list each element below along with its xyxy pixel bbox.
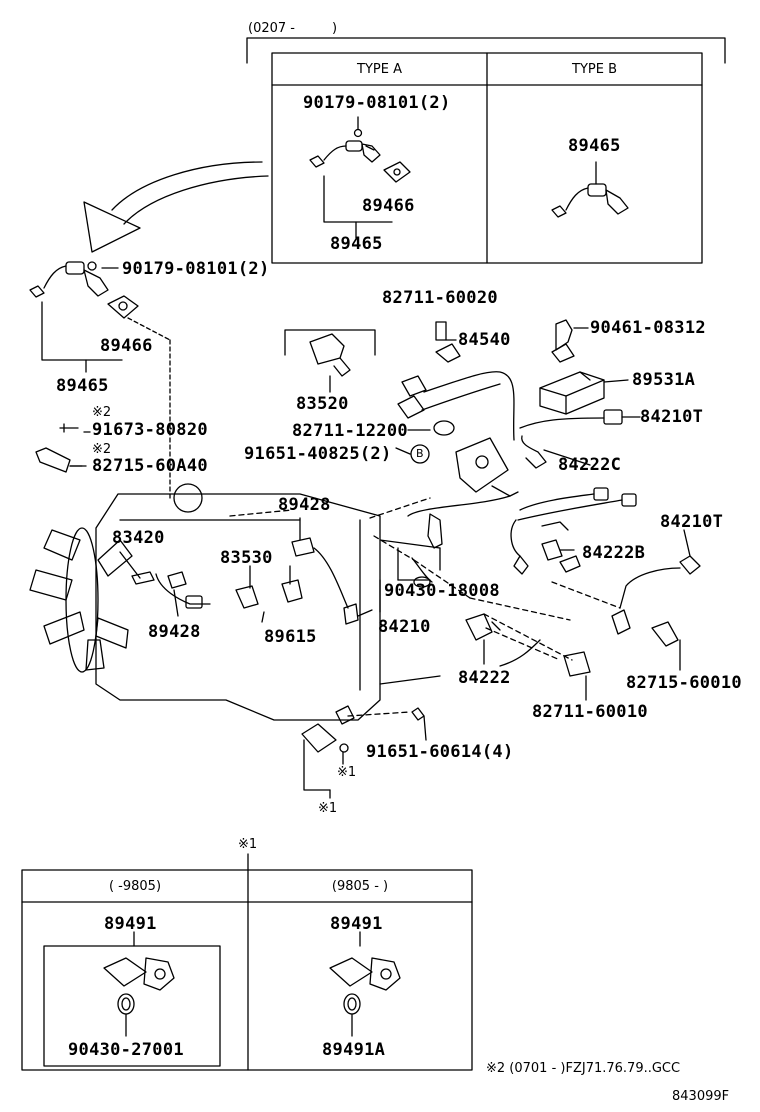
bottom-right-label-89491A: 89491A	[322, 1040, 386, 1060]
oxygen-sensor-left	[29, 261, 171, 501]
bottom-right-header: (9805 - )	[331, 879, 389, 894]
bottom-left-header: ( -9805)	[108, 879, 162, 894]
cooling-fan	[29, 527, 133, 673]
note-2-a: ※2	[92, 405, 112, 420]
engine-block	[95, 483, 441, 721]
bottom-left-label-90430-27001: 90430-27001	[68, 1040, 184, 1060]
callout-84210T-upper: 84210T	[640, 407, 704, 427]
type-a-label-90179: 90179-08101(2)	[303, 93, 451, 113]
top-inset-range: (0207 -	[248, 21, 295, 36]
type-a-label-89465: 89465	[330, 234, 383, 254]
top-inset-frame	[246, 37, 726, 264]
callout-82715-60010: 82715-60010	[626, 673, 742, 693]
callout-84210T-lower: 84210T	[660, 512, 724, 532]
callout-84222: 84222	[458, 668, 511, 688]
callout-89428-lower: 89428	[148, 622, 201, 642]
type-a-label-89466: 89466	[362, 196, 415, 216]
type-b-header: TYPE B	[572, 62, 617, 77]
bracket-90461	[551, 319, 575, 363]
callout-84210: 84210	[378, 617, 431, 637]
callout-82711-60020: 82711-60020	[382, 288, 498, 308]
bottom-inset-parts	[103, 931, 401, 1037]
callout-84540: 84540	[458, 330, 511, 350]
callout-82711-12200: 82711-12200	[292, 421, 408, 441]
circled-b-label: B	[416, 447, 424, 460]
relay-89531A	[539, 371, 605, 415]
callout-89466: 89466	[100, 336, 153, 356]
note-1-a: ※1	[337, 765, 357, 780]
callout-89465: 89465	[56, 376, 109, 396]
type-b-sensor-assembly	[551, 161, 629, 218]
sensor-wiring-84222	[407, 487, 637, 588]
footer-note-2: ※2 (0701 - )FZJ71.76.79..GCC	[486, 1061, 681, 1076]
callout-84222C: 84222C	[558, 455, 622, 475]
leader-lines	[69, 267, 691, 799]
type-a-sensor-assembly	[309, 116, 411, 239]
type-a-header: TYPE A	[357, 62, 402, 77]
bottom-inset-frame	[21, 853, 473, 1071]
sensor-84210T-lower	[611, 555, 701, 647]
engine-mounted-sensors	[131, 537, 425, 753]
callout-84222B: 84222B	[582, 543, 646, 563]
callout-83420: 83420	[112, 528, 165, 548]
callout-89615: 89615	[264, 627, 317, 647]
callout-91673-80820: 91673-80820	[92, 420, 208, 440]
top-inset-range-close: )	[332, 21, 338, 36]
callout-82711-60010: 82711-60010	[532, 702, 648, 722]
curved-arrow-icon	[83, 161, 269, 253]
type-b-label-89465: 89465	[568, 136, 621, 156]
callout-90461-08312: 90461-08312	[590, 318, 706, 338]
callout-91651-60614: 91651-60614(4)	[366, 742, 514, 762]
note-2-b: ※2	[92, 442, 112, 457]
sensor-83520	[284, 329, 376, 393]
callout-90179-08101: 90179-08101(2)	[122, 259, 270, 279]
callout-91651-40825: 91651-40825(2)	[244, 444, 392, 464]
circled-b-marker	[410, 444, 430, 464]
bottom-left-label-89491: 89491	[104, 914, 157, 934]
figure-id: 843099F	[672, 1089, 730, 1104]
bolt-and-clamp-left	[35, 423, 83, 473]
callout-89531A: 89531A	[632, 370, 696, 390]
dashed-leaders	[229, 497, 621, 717]
bottom-inset-note: ※1	[238, 837, 258, 852]
callout-82715-60A40: 82715-60A40	[92, 456, 208, 476]
callout-83520: 83520	[296, 394, 349, 414]
callout-83530: 83530	[220, 548, 273, 568]
wire-harness-84540	[397, 321, 519, 497]
callout-90430-18008: 90430-18008	[384, 581, 500, 601]
callout-89428-upper: 89428	[278, 495, 331, 515]
note-1-b: ※1	[318, 801, 338, 816]
bottom-right-label-89491: 89491	[330, 914, 383, 934]
sensor-84222	[465, 613, 591, 677]
